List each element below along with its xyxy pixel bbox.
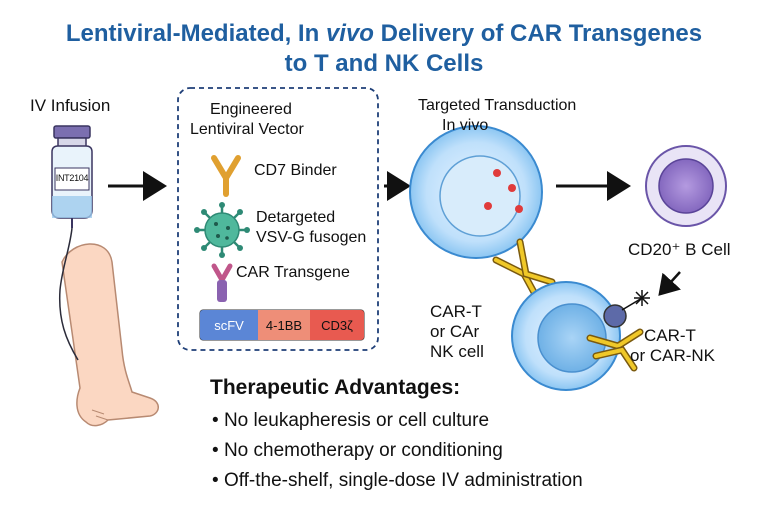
target-cell (409, 125, 543, 259)
cd3z-segment: CD3ζ (310, 310, 364, 340)
advantage-item-2: • No chemotherapy or conditioning (212, 440, 503, 461)
virus-fusogen-icon (194, 202, 250, 258)
target-antigen-icon (603, 290, 650, 328)
arm-illustration (61, 243, 159, 427)
page-title-line2: to T and NK Cells (284, 50, 484, 77)
advantage-item-3: • Off-the-shelf, single-dose IV administ… (212, 470, 583, 491)
car-receptor-icon (492, 238, 556, 300)
b-cell (645, 145, 727, 227)
car-cell-label: CAR-T or CAr NK cell (430, 302, 484, 361)
car-product-label: CAR-T or CAR-NK (630, 326, 716, 365)
cd7-binder-icon (211, 155, 241, 197)
car-receptor-right-icon (586, 328, 644, 372)
car-cell (511, 281, 621, 391)
b-cell-label: CD20⁺ B Cell (628, 240, 731, 259)
advantages-heading: Therapeutic Advantages: (210, 376, 461, 399)
scfv-segment: scFV (200, 310, 258, 340)
iv-vial-icon (51, 125, 93, 361)
car-transgene-icon (211, 263, 233, 302)
vector-heading: Engineered Lentiviral Vector (190, 101, 304, 138)
arrow-bcell-to-car (658, 271, 682, 296)
vial-label: INT2104 (55, 173, 89, 183)
page-title: Lentiviral-Mediated, In vivo Delivery of… (65, 20, 703, 47)
fusogen-label: Detargeted VSV-G fusogen (256, 209, 367, 246)
car-construct: scFV 4-1BB CD3ζ (200, 310, 364, 340)
car-transgene-label: CAR Transgene (236, 264, 350, 281)
iv-infusion-label: IV Infusion (30, 96, 111, 115)
transduction-label: Targeted Transduction In vivo (418, 97, 577, 134)
cd7-binder-label: CD7 Binder (254, 162, 337, 179)
41bb-segment: 4-1BB (258, 310, 310, 340)
vector-box (177, 87, 379, 351)
advantage-item-1: • No leukapheresis or cell culture (212, 410, 490, 431)
